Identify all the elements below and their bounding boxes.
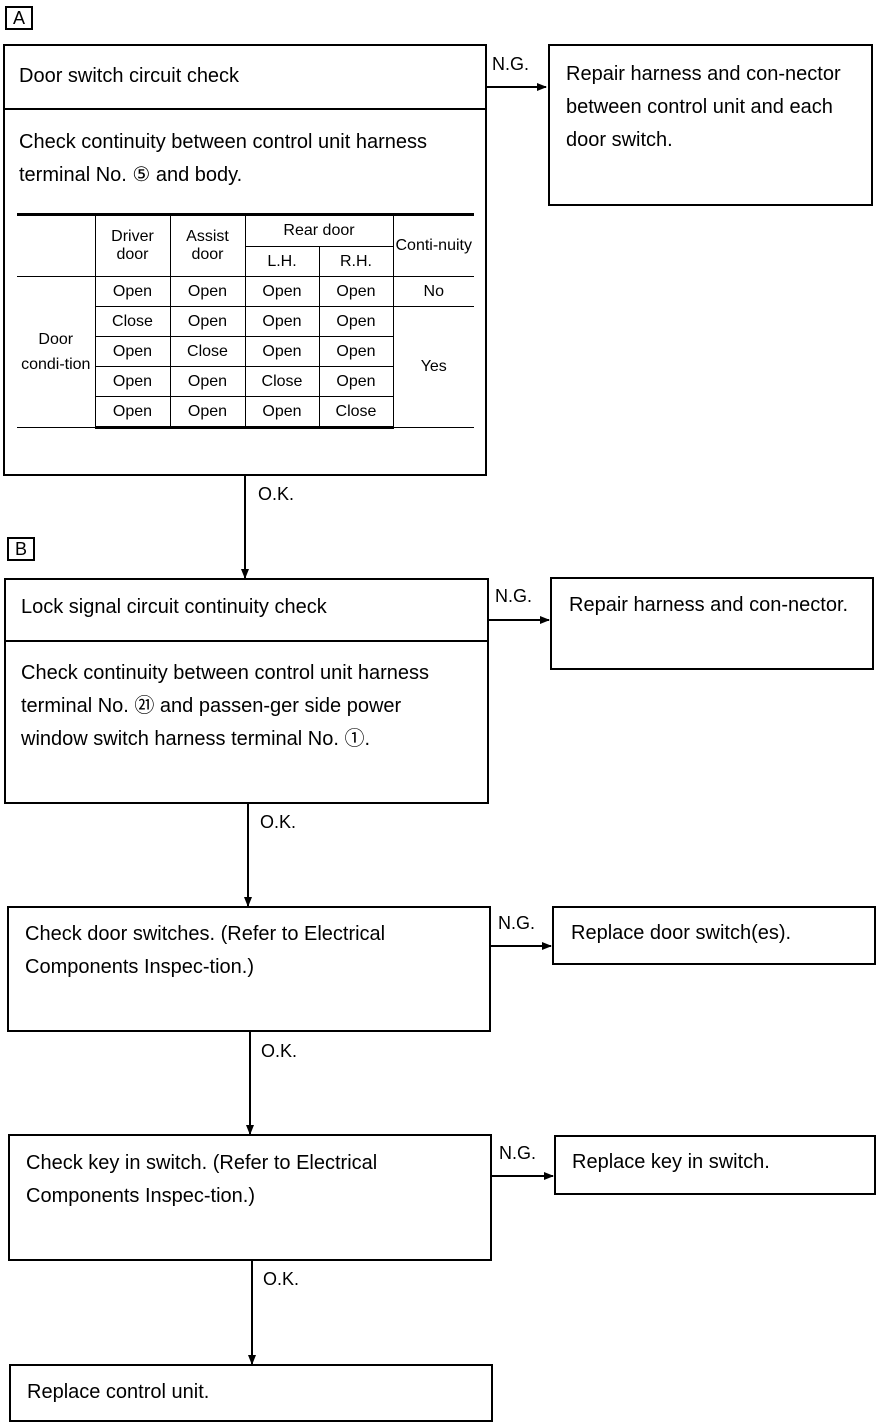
table-cell: Close	[244, 366, 320, 397]
table-cell: Open	[244, 396, 320, 429]
table-cell: Open	[244, 336, 320, 367]
title-divider	[6, 640, 487, 642]
table-cell: Open	[318, 276, 394, 307]
replace-control-unit-text: Replace control unit.	[27, 1381, 210, 1403]
lock-signal-check-instruction: Check continuity between control unit ha…	[21, 662, 430, 750]
ok-label: O.K.	[258, 484, 295, 504]
table-cell: Open	[169, 276, 246, 307]
replace-key-switch-box: Replace key in switch.	[554, 1135, 876, 1195]
repair-harness-text: Repair harness and con-nector.	[569, 594, 849, 616]
table-cell: Close	[318, 396, 394, 429]
table-cell: Open	[169, 306, 246, 337]
table-cell: Close	[169, 336, 246, 367]
table-cell: Open	[318, 306, 394, 337]
door-condition-table: Driver door Assist door Rear door Conti-…	[17, 213, 474, 429]
repair-harness-connector-box: Repair harness and con-nector between co…	[548, 44, 873, 206]
replace-door-switch-box: Replace door switch(es).	[552, 906, 876, 965]
check-door-switches-text: Check door switches. (Refer to Electrica…	[25, 923, 386, 978]
ok-label: O.K.	[261, 1041, 298, 1061]
table-cell: Open	[318, 366, 394, 397]
table-cell: Open	[94, 276, 171, 307]
header-rear-door: Rear door	[244, 213, 394, 247]
ok-label: O.K.	[263, 1269, 300, 1289]
table-row: Door condi-tion Open Open Open Open No	[17, 276, 474, 428]
table-cell: Open	[244, 306, 320, 337]
check-door-switches-box: Check door switches. (Refer to Electrica…	[7, 906, 491, 1032]
table-cell: Open	[169, 396, 246, 429]
check-key-switch-text: Check key in switch. (Refer to Electrica…	[26, 1152, 378, 1207]
ng-label: N.G.	[498, 913, 536, 933]
header-continuity: Conti-nuity	[392, 213, 474, 277]
table-cell: Open	[94, 336, 171, 367]
check-key-switch-box: Check key in switch. (Refer to Electrica…	[8, 1134, 492, 1261]
repair-harness-box: Repair harness and con-nector.	[550, 577, 874, 670]
door-condition-label: Door condi-tion	[17, 276, 96, 428]
ng-label: N.G.	[495, 586, 533, 606]
section-b-label: B	[7, 537, 35, 561]
ok-label: O.K.	[260, 812, 297, 832]
title-divider	[5, 108, 485, 110]
table-cell: Open	[94, 366, 171, 397]
lock-signal-check-box: Lock signal circuit continuity check Che…	[4, 578, 489, 804]
header-assist-door: Assist door	[169, 213, 246, 277]
table-cell: Close	[94, 306, 171, 337]
table-cell: Open	[94, 396, 171, 429]
header-rear-rh: R.H.	[318, 246, 394, 277]
lock-signal-check-title: Lock signal circuit continuity check	[21, 596, 327, 618]
ng-label: N.G.	[499, 1143, 537, 1163]
ng-label: N.G.	[492, 54, 530, 74]
section-a-label: A	[5, 6, 33, 30]
header-rear-lh: L.H.	[244, 246, 320, 277]
table-corner-cell	[17, 213, 96, 277]
replace-door-switch-text: Replace door switch(es).	[571, 922, 792, 944]
repair-harness-connector-text: Repair harness and con-nector between co…	[566, 63, 841, 151]
table-row: Open Open Open Close	[17, 396, 474, 429]
replace-control-unit-box: Replace control unit.	[9, 1364, 493, 1422]
replace-key-switch-text: Replace key in switch.	[572, 1151, 770, 1173]
door-switch-check-title: Door switch circuit check	[19, 65, 240, 87]
door-switch-check-box: Door switch circuit check Check continui…	[3, 44, 487, 476]
table-cell: Open	[244, 276, 320, 307]
table-row: Close Open Open Open Yes	[17, 306, 474, 428]
continuity-yes: Yes	[392, 306, 474, 428]
table-cell: Open	[169, 366, 246, 397]
door-switch-check-instruction: Check continuity between control unit ha…	[19, 131, 428, 186]
table-cell: Open	[318, 336, 394, 367]
continuity-no: No	[392, 276, 474, 307]
header-driver-door: Driver door	[94, 213, 171, 277]
